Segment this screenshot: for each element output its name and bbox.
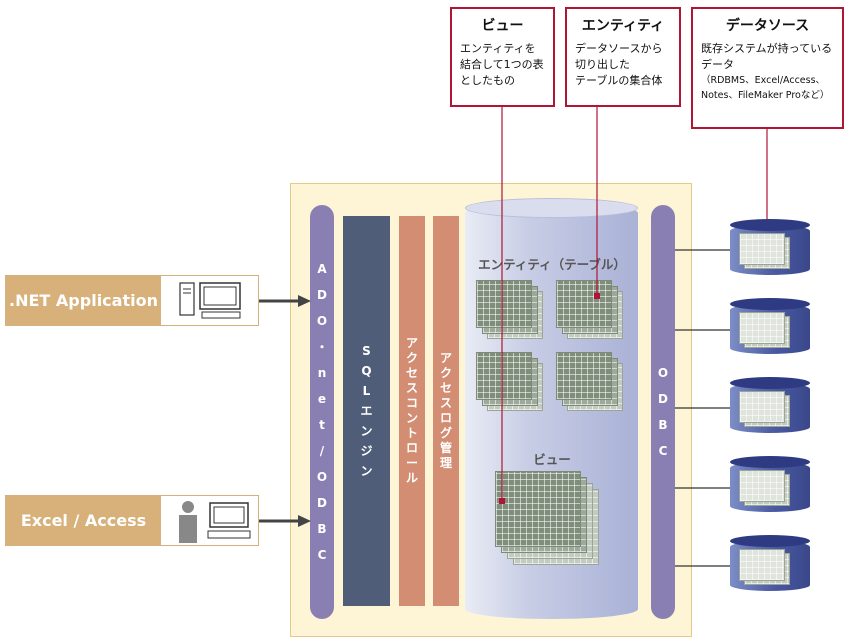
access-control-char: ー — [405, 456, 418, 470]
callout-datasource: データソース 既存システムが持っている データ （RDBMS、Excel/Acc… — [691, 7, 844, 129]
ado-char: n — [317, 366, 327, 380]
ado-char: B — [317, 522, 327, 536]
net-arrow-head — [298, 295, 311, 307]
database-5 — [730, 535, 810, 597]
callout-datasource-desc: 既存システムが持っている データ — [701, 42, 833, 71]
access-control-char: ト — [405, 426, 418, 440]
sql-char: S — [362, 344, 371, 358]
sql-char: ン — [360, 424, 373, 438]
access-log-char: セ — [439, 381, 452, 395]
ado-char: ・ — [315, 340, 328, 354]
access-control-char: ア — [405, 336, 418, 350]
ado-char: C — [317, 548, 327, 562]
database-1 — [730, 219, 810, 281]
net-application-box: .NET Application — [5, 275, 259, 326]
access-control-char: ス — [405, 381, 418, 395]
access-log-char: ロ — [439, 411, 452, 425]
access-control-char: ル — [405, 471, 418, 485]
access-control-char: コ — [405, 396, 418, 410]
callout-view-title: ビュー — [481, 18, 524, 34]
callout-entity: エンティティ データソースから 切り出した テーブルの集合体 — [565, 7, 681, 107]
entity-leader-dot — [594, 293, 600, 299]
callout-view-desc: エンティティを 結合して1つの表 としたもの — [460, 42, 544, 87]
sql-char: Q — [361, 364, 372, 378]
callout-datasource-title: データソース — [725, 18, 810, 34]
data-cylinder-top — [465, 198, 638, 218]
access-log-char: グ — [439, 426, 452, 440]
access-log-char: ア — [439, 351, 452, 365]
access-log-layer: アクセスログ管理 — [433, 216, 459, 606]
view-leader-dot — [499, 498, 505, 504]
sql-char: L — [362, 384, 371, 398]
database-4 — [730, 456, 810, 518]
access-log-char: 理 — [439, 456, 452, 470]
sql-char: ン — [360, 464, 373, 478]
callout-view: ビュー エンティティを 結合して1つの表 としたもの — [450, 7, 555, 107]
callout-entity-desc: データソースから 切り出した テーブルの集合体 — [575, 42, 663, 87]
access-log-char: ス — [439, 396, 452, 410]
access-control-char: セ — [405, 366, 418, 380]
ado-char: e — [317, 392, 327, 406]
access-control-char: ン — [405, 411, 418, 425]
ado-char: D — [317, 288, 327, 302]
sql-char: ジ — [360, 444, 373, 458]
ado-char: O — [316, 470, 328, 484]
user-at-computer-icon — [179, 501, 251, 543]
odbc-char: D — [658, 392, 668, 406]
net-application-label: .NET Application — [6, 276, 161, 325]
odbc-char: C — [658, 444, 668, 458]
access-log-char: ク — [439, 366, 452, 380]
sql-char: エ — [360, 404, 373, 418]
callout-datasource-desc2: （RDBMS、Excel/Access、 Notes、FileMaker Pro… — [701, 75, 830, 101]
odbc-char: O — [657, 366, 669, 380]
view-label: ビュー — [533, 452, 571, 467]
database-2 — [730, 298, 810, 360]
odbc-char: B — [658, 418, 668, 432]
access-control-layer: アクセスコントロール — [399, 216, 425, 606]
ado-char: O — [316, 314, 328, 328]
access-log-char: 管 — [439, 441, 452, 455]
ado-char: A — [317, 262, 327, 276]
access-control-char: ロ — [405, 441, 418, 455]
excel-access-label: Excel / Access — [6, 496, 161, 545]
entity-label: エンティティ（テーブル） — [478, 257, 626, 272]
desktop-computer-icon — [179, 282, 241, 319]
ado-char: D — [317, 496, 327, 510]
access-control-char: ク — [405, 351, 418, 365]
callout-entity-title: エンティティ — [581, 18, 665, 34]
excel-access-box: Excel / Access — [5, 495, 259, 546]
excel-arrow-head — [298, 515, 311, 527]
database-3 — [730, 377, 810, 439]
ado-char: t — [319, 418, 325, 432]
ado-char: / — [319, 444, 325, 458]
